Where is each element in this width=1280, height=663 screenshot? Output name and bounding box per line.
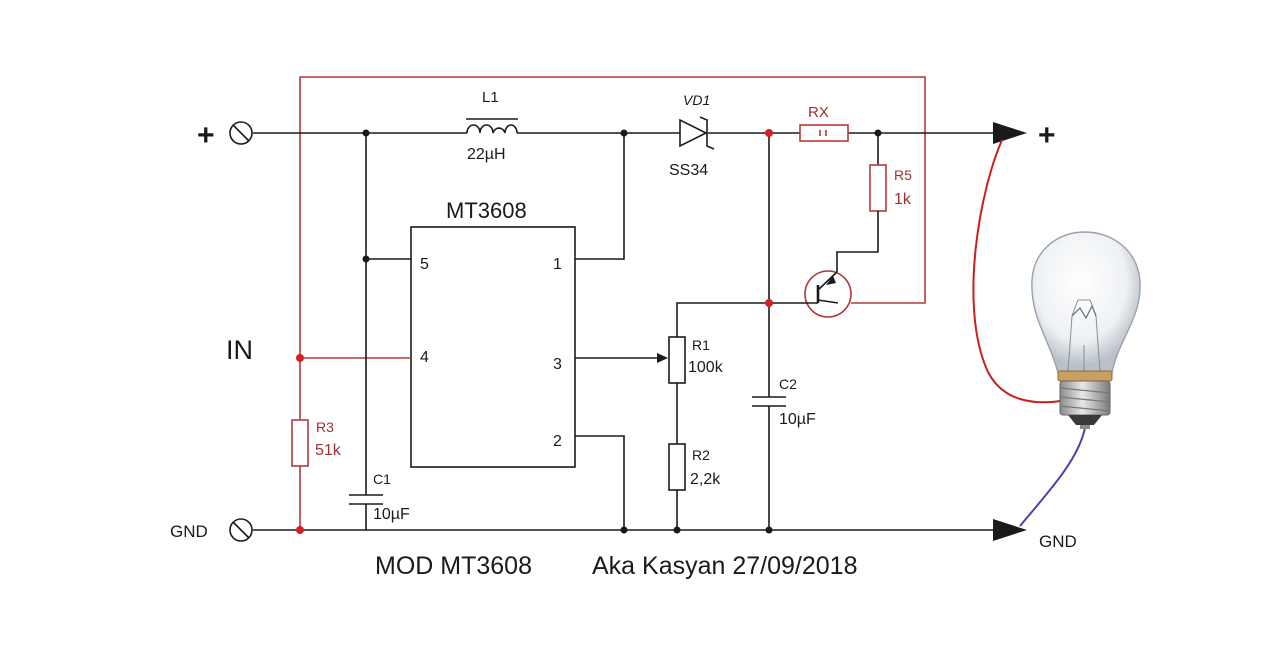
- r3-value: 51k: [315, 442, 342, 459]
- output-plus-label: +: [1038, 119, 1056, 152]
- ic-mt3608: MT3608 5 4 1 3 2: [410, 198, 576, 468]
- c2-value: 10µF: [779, 411, 816, 428]
- resistor-r1: R1 100k: [668, 302, 769, 444]
- ic-pin-5: 5: [420, 256, 429, 273]
- output-plus-arrow: +: [993, 119, 1056, 152]
- input-plus-terminal: +: [197, 119, 253, 152]
- capacitor-c1: C1 10µF: [349, 133, 410, 530]
- junctions: [296, 129, 882, 534]
- output-gnd-arrow: GND: [993, 519, 1077, 551]
- input-plus-label: +: [197, 119, 215, 152]
- transistor-q: [769, 270, 852, 318]
- resistor-r2: R2 2,2k: [668, 443, 721, 530]
- vd1-value: SS34: [669, 162, 708, 179]
- r1-ref: R1: [692, 337, 710, 353]
- r5-value: 1k: [894, 191, 912, 208]
- r2-ref: R2: [692, 447, 710, 463]
- input-gnd-terminal: GND: [170, 518, 253, 542]
- ic-wiring: [300, 133, 668, 530]
- resistor-r3: R3 51k: [291, 419, 342, 467]
- diode-vd1: VD1 SS34: [669, 92, 715, 179]
- output-gnd-label: GND: [1039, 532, 1077, 551]
- input-gnd-label: GND: [170, 522, 208, 541]
- rx-ref: RX: [808, 104, 829, 121]
- c1-ref: C1: [373, 471, 391, 487]
- c1-value: 10µF: [373, 506, 410, 523]
- c2-ref: C2: [779, 376, 797, 392]
- l1-ref: L1: [482, 89, 499, 106]
- ic-pin-1: 1: [553, 256, 562, 273]
- l1-value: 22µH: [467, 146, 506, 163]
- footer-left: MOD MT3608: [375, 552, 532, 580]
- ic-name: MT3608: [446, 198, 527, 223]
- r5-ref: R5: [894, 167, 912, 183]
- inductor-l1: L1 22µH: [466, 89, 518, 163]
- resistor-r5: R5 1k: [836, 133, 912, 272]
- vd1-ref: VD1: [683, 92, 710, 108]
- ic-pin-2: 2: [553, 433, 562, 450]
- r3-ref: R3: [316, 419, 334, 435]
- in-label: IN: [226, 335, 253, 365]
- lamp-red-wire: [972, 139, 1067, 404]
- capacitor-c2: C2 10µF: [752, 133, 816, 530]
- footer-right: Aka Kasyan 27/09/2018: [592, 552, 857, 580]
- light-bulb-icon: [1031, 231, 1141, 429]
- lamp-blue-wire: [1019, 427, 1086, 527]
- ic-pin-4: 4: [420, 349, 429, 366]
- r2-value: 2,2k: [690, 471, 721, 488]
- resistor-rx: RX: [799, 104, 849, 142]
- r1-value: 100k: [688, 359, 724, 376]
- ic-pin-3: 3: [553, 356, 562, 373]
